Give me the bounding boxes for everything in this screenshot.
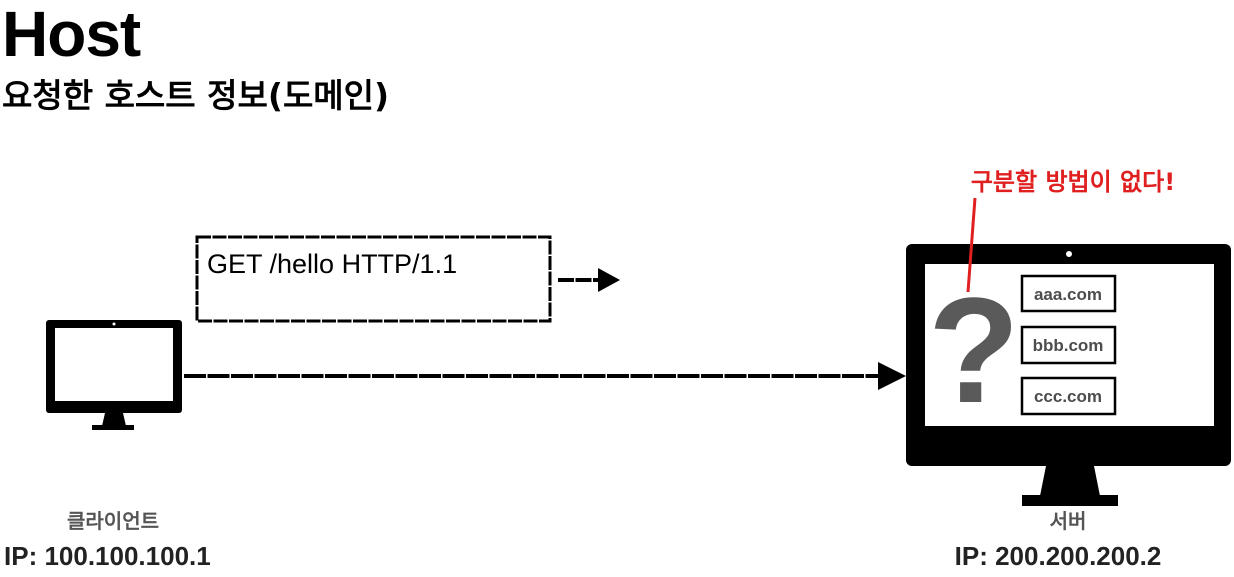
request-message-box: GET /hello HTTP/1.1: [195, 235, 552, 323]
warning-callout-line: [966, 197, 977, 293]
domain-box-ccc: ccc.com: [1020, 376, 1117, 416]
domain-box-aaa: aaa.com: [1020, 274, 1117, 313]
domain-label: bbb.com: [1033, 336, 1104, 355]
server-ip: IP: 200.200.200.2: [955, 541, 1162, 571]
domain-box-bbb: bbb.com: [1020, 325, 1117, 365]
domain-label: ccc.com: [1034, 387, 1102, 406]
client-ip: IP: 100.100.100.1: [4, 541, 211, 571]
page-subtitle: 요청한 호스트 정보(도메인): [2, 76, 390, 115]
question-mark-icon: ?: [928, 266, 1020, 434]
domain-label: aaa.com: [1034, 285, 1102, 304]
request-line-text: GET /hello HTTP/1.1: [207, 249, 457, 279]
server-label: 서버: [1050, 509, 1087, 533]
request-arrow-icon: [184, 362, 906, 390]
client-monitor-icon: [46, 320, 182, 430]
client-label: 클라이언트: [67, 509, 159, 533]
page-title: Host: [2, 0, 141, 70]
message-arrow-icon: [558, 268, 620, 292]
warning-text: 구분할 방법이 없다!: [971, 168, 1175, 196]
